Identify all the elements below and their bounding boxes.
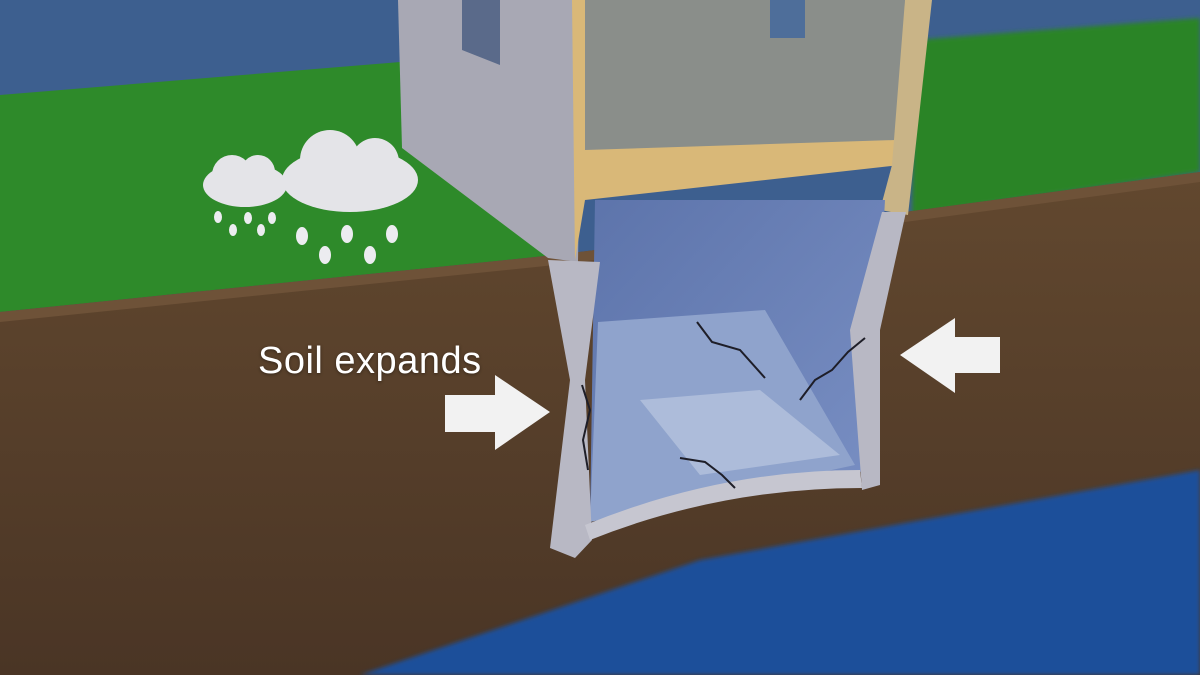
house-left-wall xyxy=(398,0,582,262)
upper-room-back xyxy=(580,0,905,160)
grass-right xyxy=(912,18,1200,215)
water-table xyxy=(360,470,1200,675)
window xyxy=(770,0,805,38)
floor-joist xyxy=(585,140,900,200)
window xyxy=(462,0,500,65)
floor-slab-edge xyxy=(585,470,862,540)
house-right-wall xyxy=(880,0,932,215)
light-patch xyxy=(640,390,840,475)
wall-frame xyxy=(572,0,585,260)
basement-right-wall xyxy=(850,212,906,490)
basement-left-wall xyxy=(548,260,600,558)
soil-edge xyxy=(0,172,1200,322)
arrow-right-icon xyxy=(445,375,550,450)
arrow-left-icon xyxy=(900,318,1000,393)
caption-soil-expands: Soil expands xyxy=(258,340,482,382)
rain-cloud-icon xyxy=(203,130,418,264)
cracks xyxy=(581,321,866,489)
